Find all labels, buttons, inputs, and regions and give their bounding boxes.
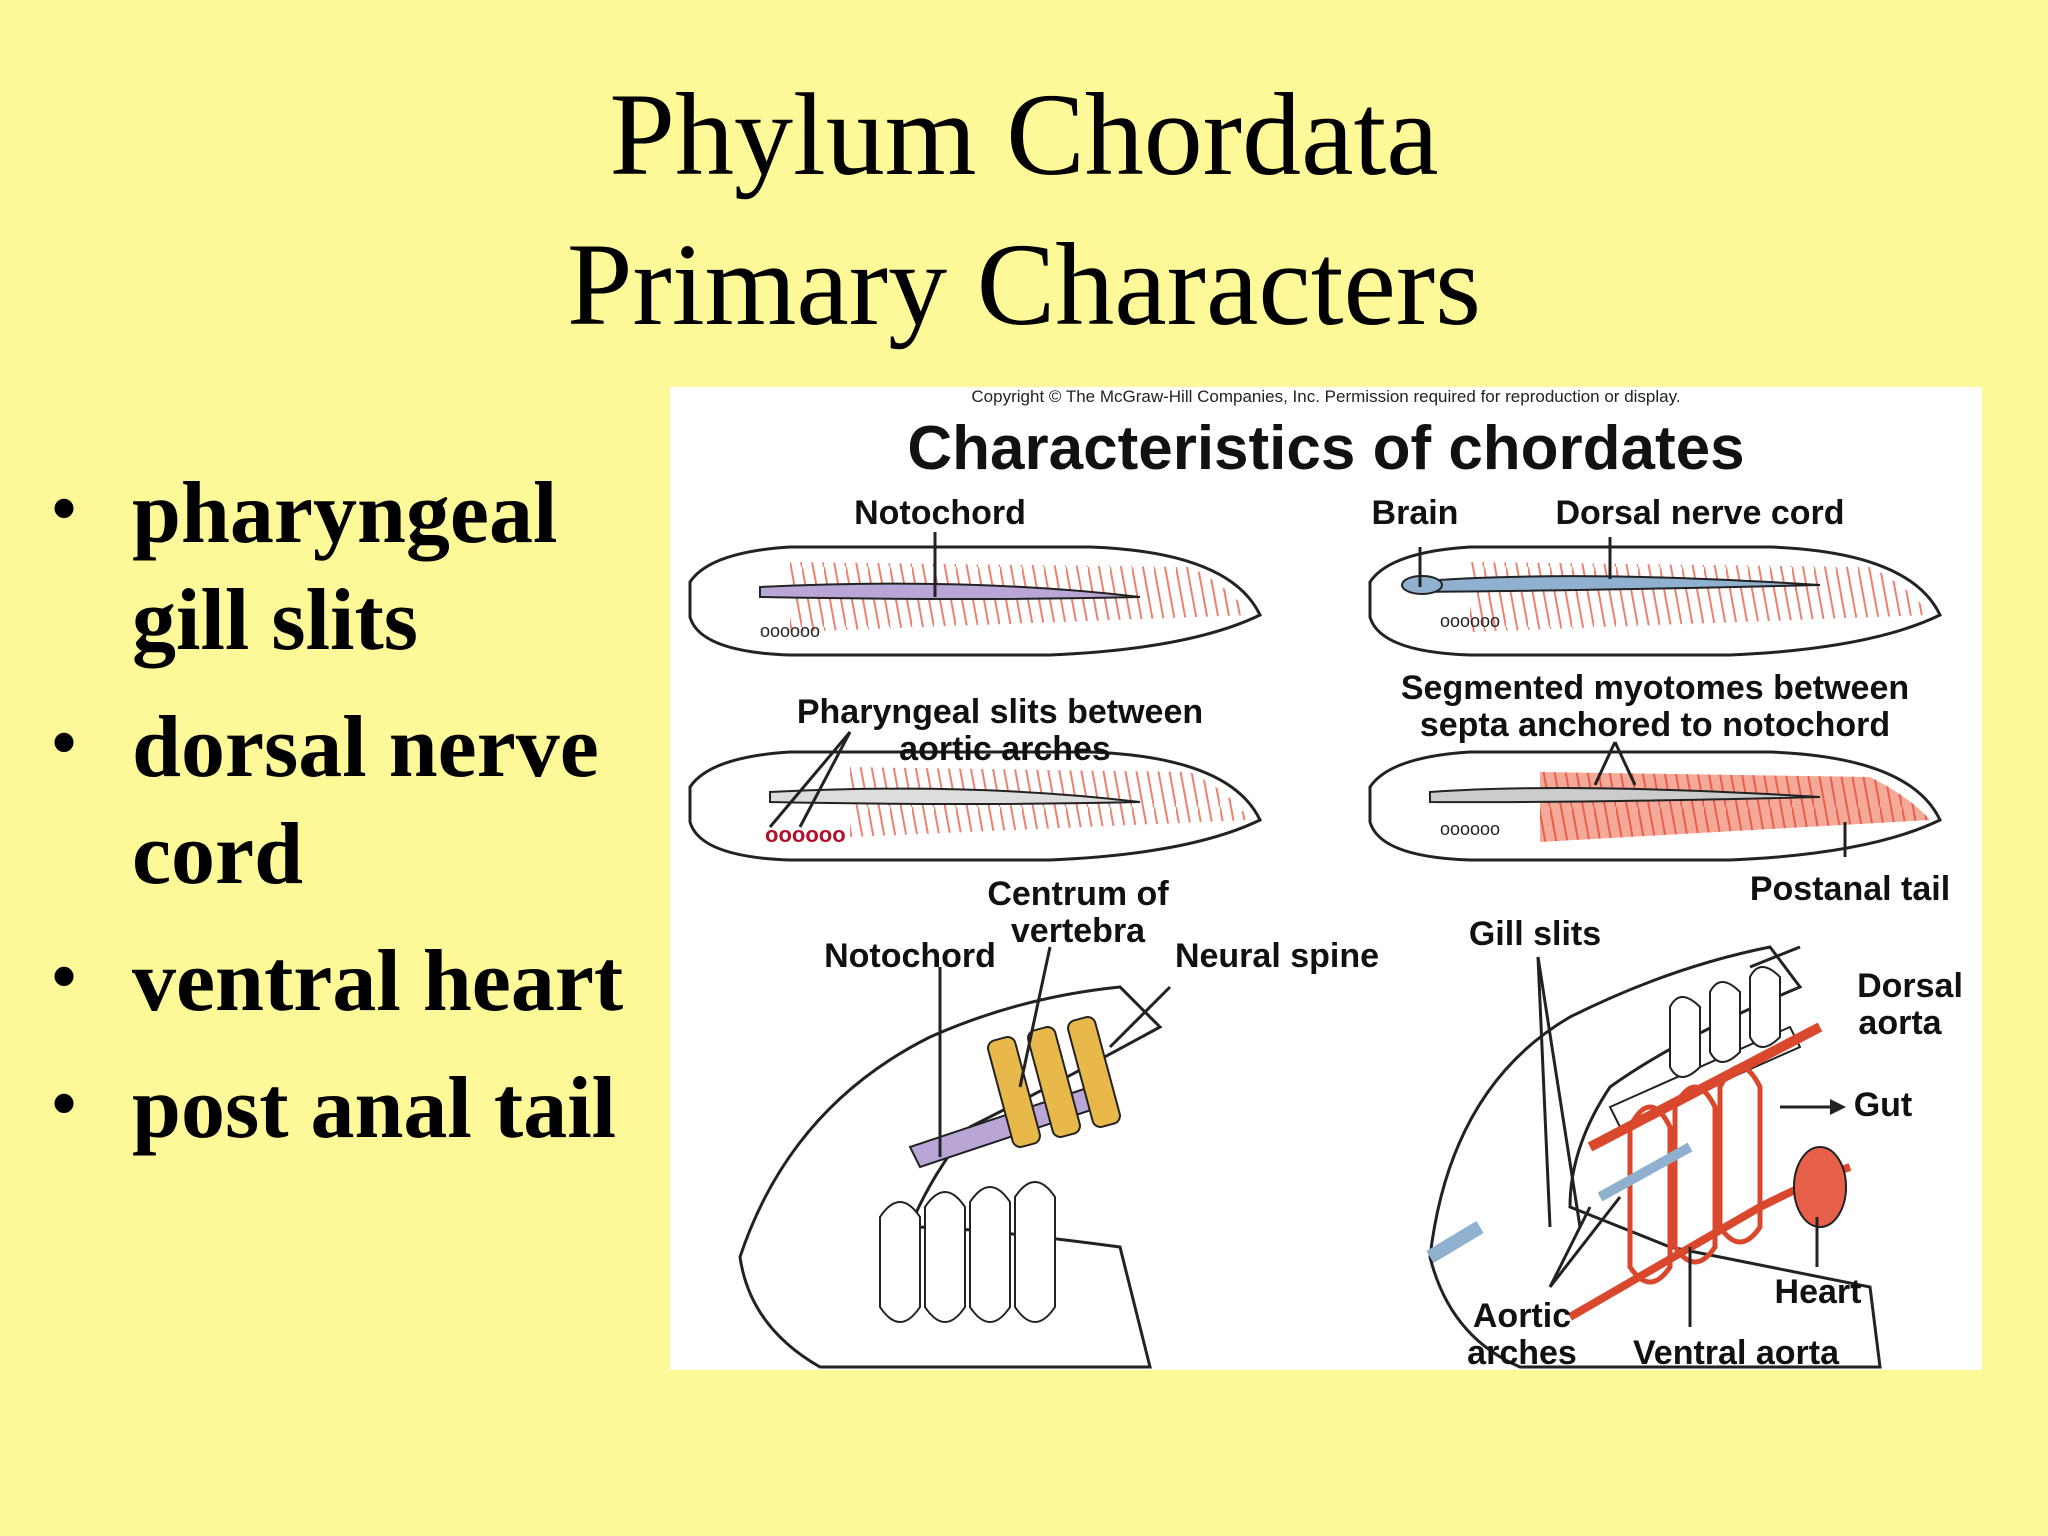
figure-heading: Characteristics of chordates [907, 414, 1745, 483]
panel-nerve-cord: oooooo Brain Dorsal nerve cord [1368, 494, 1942, 657]
label-aortic-arches-1: Aortic [1473, 1297, 1571, 1335]
svg-text:oooooo: oooooo [1440, 611, 1500, 631]
figure-illustration: oooooo Notochord oooooo Brain Dorsal ner… [688, 494, 1963, 1370]
bullet-text: dorsal nerve [132, 699, 599, 796]
label-neural-spine: Neural spine [1175, 937, 1379, 975]
bullet-text: pharyngeal [132, 465, 558, 562]
panel-notochord: oooooo Notochord [688, 494, 1262, 657]
label-notochord-bottom: Notochord [824, 937, 996, 975]
panel-myotomes: oooooo Segmented myotomes between septa … [1368, 669, 1950, 908]
title-line-1: Phylum Chordata [609, 69, 1439, 200]
chordate-figure: Copyright © The McGraw-Hill Companies, I… [670, 387, 1982, 1370]
label-pharyngeal-slits-1: Pharyngeal slits between [797, 693, 1203, 731]
panel-circulation-detail: Gill slits Dorsal aorta Gut Heart Aortic… [1426, 915, 1963, 1370]
bullet-dot-icon: • [50, 933, 79, 1021]
svg-text:oooooo: oooooo [765, 822, 846, 847]
bullet-text: gill slits [132, 572, 419, 669]
bullet-dot-icon: • [50, 1060, 79, 1148]
bullet-text: post anal tail [132, 1060, 617, 1157]
svg-text:oooooo: oooooo [760, 621, 820, 641]
bullet-dot-icon: • [50, 699, 79, 787]
label-dorsal-nerve-cord: Dorsal nerve cord [1555, 494, 1844, 532]
label-segmented-1: Segmented myotomes between [1401, 669, 1909, 707]
label-postanal-tail: Postanal tail [1750, 870, 1950, 908]
label-centrum-2: vertebra [1011, 912, 1146, 950]
label-aortic-arches-2: arches [1467, 1334, 1577, 1370]
title-line-2: Primary Characters [566, 219, 1482, 350]
label-centrum-1: Centrum of [987, 875, 1169, 913]
bullet-item: • dorsal nerve cord [50, 694, 670, 908]
bullet-list: • pharyngeal gill slits • dorsal nerve c… [50, 460, 670, 1182]
bullet-text: cord [132, 806, 304, 903]
panel-vertebra-detail: Notochord Centrum of vertebra Neural spi… [738, 875, 1379, 1369]
bullet-text: ventral heart [132, 933, 624, 1030]
label-ventral-aorta: Ventral aorta [1633, 1334, 1840, 1370]
label-heart: Heart [1775, 1273, 1862, 1311]
label-segmented-2: septa anchored to notochord [1420, 706, 1890, 744]
figure-copyright: Copyright © The McGraw-Hill Companies, I… [971, 387, 1681, 406]
svg-text:oooooo: oooooo [1440, 819, 1500, 839]
panel-pharyngeal-slits: oooooo Pharyngeal slits between aortic a… [688, 693, 1262, 862]
label-gut: Gut [1854, 1086, 1913, 1124]
bullet-item: • ventral heart [50, 928, 670, 1035]
label-gill-slits: Gill slits [1469, 915, 1601, 953]
label-dorsal-aorta-1: Dorsal [1857, 967, 1963, 1005]
bullet-item: • pharyngeal gill slits [50, 460, 670, 674]
label-pharyngeal-slits-2: aortic arches [899, 730, 1111, 768]
slide-title: Phylum Chordata Primary Characters [0, 60, 2048, 360]
label-notochord-top: Notochord [854, 494, 1026, 532]
bullet-item: • post anal tail [50, 1055, 670, 1162]
label-brain: Brain [1372, 494, 1459, 532]
label-dorsal-aorta-2: aorta [1858, 1004, 1942, 1042]
bullet-dot-icon: • [50, 465, 79, 553]
